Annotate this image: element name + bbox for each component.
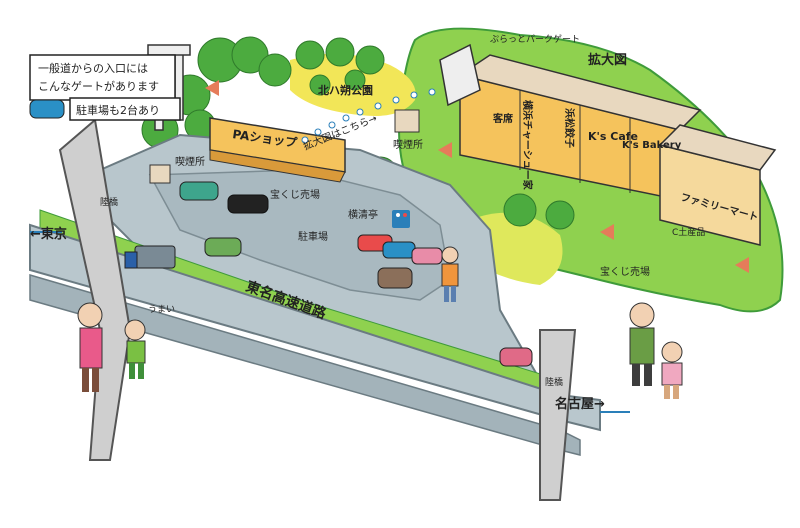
- car-blue: [382, 241, 416, 259]
- person-woman-left: [77, 302, 103, 392]
- entrance-arrows: [205, 80, 749, 273]
- toilet-icon: [392, 210, 410, 228]
- shop-souvenir-label: C土産品: [672, 226, 705, 238]
- callout-line2: こんなゲートがあります: [38, 79, 159, 93]
- bridge-right: [539, 329, 577, 501]
- dir-tokyo: ←東京: [30, 226, 67, 242]
- car-teal: [179, 181, 219, 201]
- smoking-right-label: 喫煙所: [393, 139, 423, 151]
- truck: [124, 245, 176, 269]
- smoking-area-right: [394, 109, 420, 133]
- person-girl-left: [124, 319, 146, 379]
- person-man-parking: [441, 246, 459, 302]
- bridge-left-label: 陸橋: [100, 196, 118, 208]
- girl-speech: うまい: [148, 304, 175, 315]
- callout-line3: 駐車場も2台あり: [76, 103, 160, 117]
- plat-park-gate: [439, 43, 481, 107]
- toilet-label: 横清亭: [348, 208, 378, 221]
- person-girl-right: [661, 341, 683, 399]
- car-pink: [411, 247, 443, 265]
- direction-arrows: [30, 231, 630, 413]
- bridge-right-label: 陸橋: [545, 376, 563, 388]
- shop-yokohama-label: 横浜チャーシュー家: [521, 100, 534, 191]
- smoking-left-label: 喫煙所: [175, 156, 205, 168]
- shop-ramen-label: 浜松餃子: [563, 108, 576, 148]
- car-pink-lower: [499, 347, 533, 367]
- smoking-area-left: [149, 164, 171, 184]
- lottery-left-label: 宝くじ売場: [270, 188, 320, 201]
- car-black: [227, 194, 269, 214]
- extended-buildings: [458, 54, 777, 246]
- shop-kscafe-label: K's Cafe: [588, 130, 638, 143]
- person-man-right: [629, 302, 655, 386]
- extended-area-label: 拡大図: [588, 52, 627, 68]
- callout-line1: 一般道からの入口には: [38, 61, 148, 75]
- route-dots: [301, 88, 436, 144]
- callout-car-icon: [29, 99, 65, 119]
- car-brown: [377, 267, 413, 289]
- gate-label: ぷらっとパークゲート: [490, 33, 580, 45]
- parking-label: 駐車場: [298, 230, 328, 243]
- shop-ksbakery-label: K's Bakery: [622, 140, 682, 151]
- pa-shop-building: [209, 117, 346, 183]
- shop-seats-label: 客席: [492, 112, 513, 125]
- lottery-right-label: 宝くじ売場: [600, 265, 650, 278]
- dir-nagoya: 名古屋→: [555, 396, 605, 412]
- park-label: 北ハ朔公園: [318, 83, 373, 97]
- car-green: [204, 237, 242, 257]
